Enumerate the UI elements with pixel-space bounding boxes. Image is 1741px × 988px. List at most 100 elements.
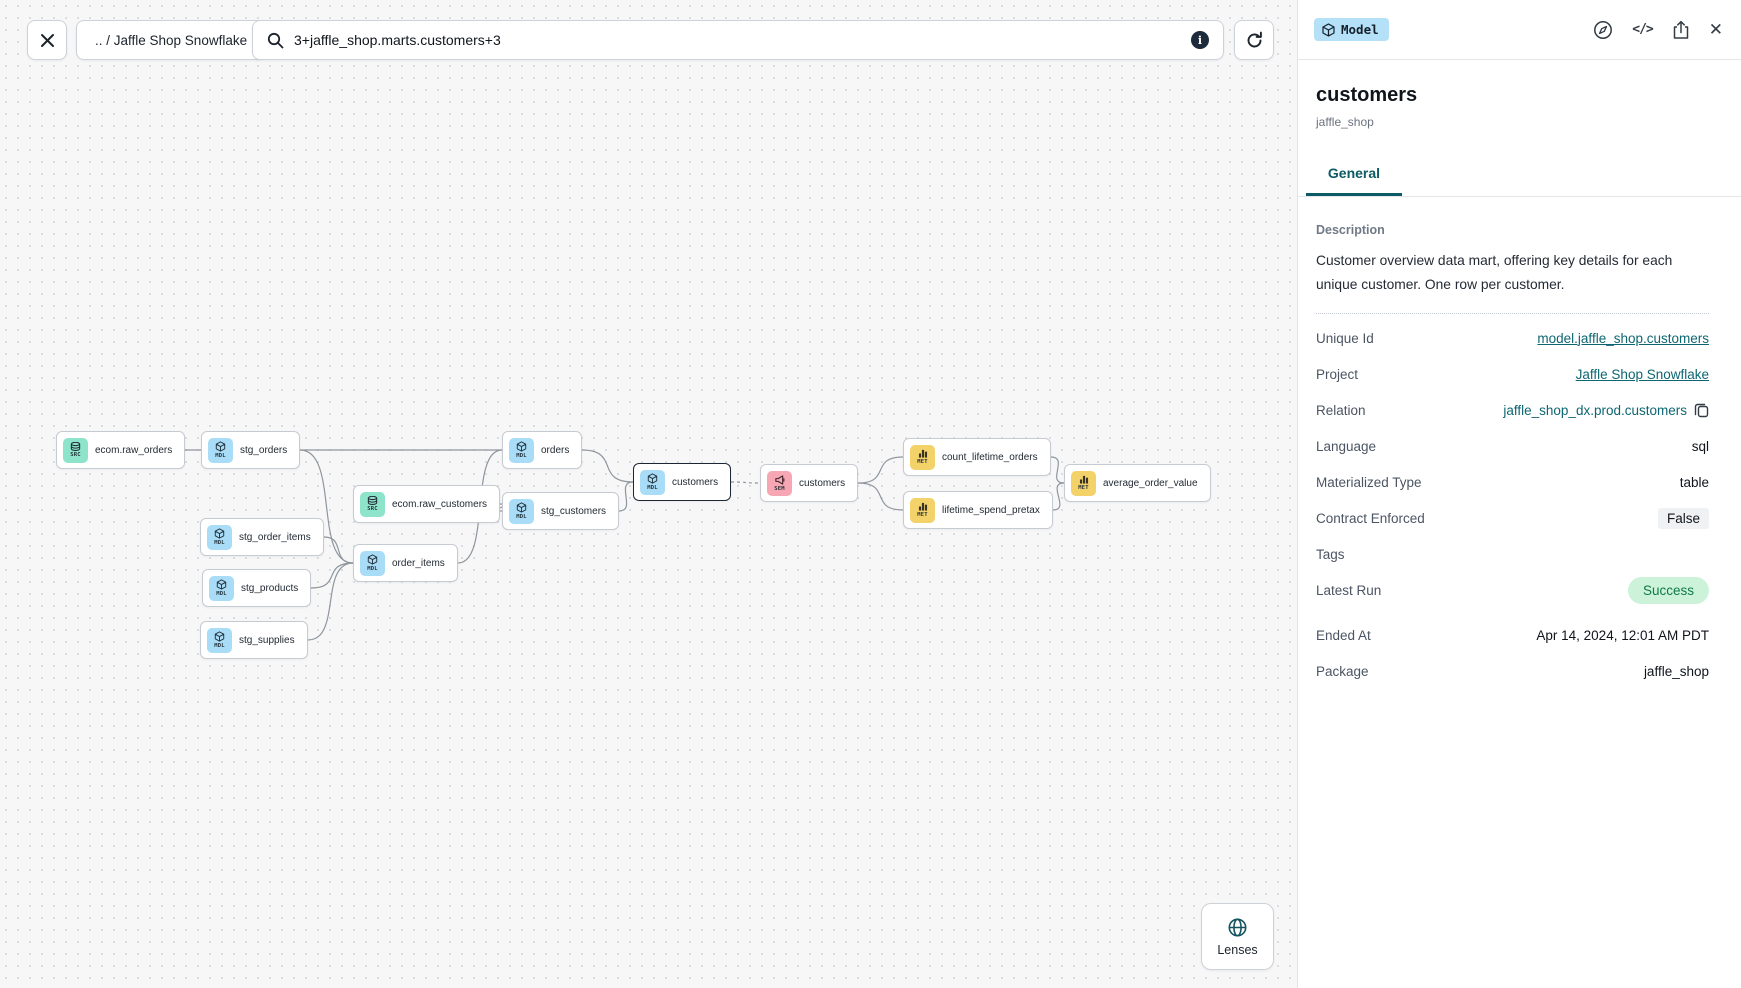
detail-value: jaffle_shop [1643,663,1709,679]
node-label: customers [799,477,846,489]
node-label: orders [541,444,570,456]
graph-node-average_order_value[interactable]: MET average_order_value [1064,464,1211,502]
detail-link[interactable]: Jaffle Shop Snowflake [1575,366,1709,382]
node-label: stg_customers [541,505,607,517]
cube-icon: MDL [509,437,534,463]
detail-value: Success [1627,576,1709,604]
graph-node-stg_orders[interactable]: MDL stg_orders [201,431,301,469]
node-label: ecom.raw_customers [392,498,488,510]
code-icon[interactable]: </> [1632,22,1654,37]
search-value: 3+jaffle_shop.marts.customers+3 [294,32,501,48]
info-icon[interactable]: i [1191,31,1209,49]
edge-stg_supplies-to-order_items [307,562,354,641]
description-label: Description [1316,223,1385,237]
detail-value: False [1657,507,1709,529]
node-label: count_lifetime_orders [942,451,1038,463]
detail-value: table [1679,474,1709,490]
cube-icon: MDL [209,575,234,601]
page-title: customers [1316,84,1418,106]
cube-icon: MDL [208,437,233,463]
database-icon: SRC [63,437,88,463]
copy-icon[interactable] [1694,402,1709,418]
detail-link[interactable]: model.jaffle_shop.customers [1537,330,1709,346]
detail-label: Language [1316,438,1377,454]
edge-orders-to-customers [581,449,634,483]
cube-icon [1322,22,1335,37]
resource-type-label: Model [1341,22,1379,37]
status-badge: Success [1627,576,1709,604]
node-label: customers [672,476,719,488]
graph-node-raw_customers[interactable]: SRC ecom.raw_customers [353,485,501,523]
node-label: stg_supplies [239,634,295,646]
detail-value: model.jaffle_shop.customers [1537,331,1709,346]
edge-count_lifetime_orders-to-average_order_value [1050,456,1065,484]
details-panel: Model </> ✕ customers jaffle_shop Genera… [1297,0,1741,988]
refresh-button[interactable] [1234,20,1274,60]
metric-icon: MET [1071,470,1096,496]
cube-icon: MDL [509,498,534,524]
panel-tabs: General [1298,155,1741,197]
graph-node-customers_sem[interactable]: SEM customers [760,464,859,502]
close-lineage-button[interactable] [27,20,67,60]
metric-icon: MET [910,444,935,470]
cube-icon: MDL [207,627,232,653]
detail-value: Jaffle Shop Snowflake [1576,367,1709,382]
graph-node-stg_customers[interactable]: MDL stg_customers [502,492,620,530]
detail-value: sql [1691,438,1709,454]
detail-row-latest-run: Latest Run Success [1316,572,1709,608]
description-text: Customer overview data mart, offering ke… [1316,253,1673,292]
detail-label: Project [1316,366,1359,382]
graph-node-orders[interactable]: MDL orders [502,431,583,469]
edge-lifetime_spend_pretax-to-average_order_value [1052,482,1065,511]
graph-node-count_lifetime_orders[interactable]: MET count_lifetime_orders [903,438,1051,476]
dotted-divider [1316,313,1709,314]
node-label: average_order_value [1103,477,1198,489]
lenses-globe-icon [1228,918,1247,936]
edge-stg_customers-to-customers [618,481,634,512]
detail-row-unique-id: Unique Id model.jaffle_shop.customers [1316,320,1709,356]
row-spacer [1316,608,1709,617]
explore-compass-icon[interactable] [1593,20,1613,40]
node-label: lifetime_spend_pretax [942,504,1040,516]
general-section: Description Customer overview data mart,… [1298,197,1741,689]
cube-icon: MDL [360,550,385,576]
resource-type-badge: Model [1314,18,1389,41]
detail-label: Unique Id [1316,330,1374,346]
node-label: stg_orders [240,444,288,456]
breadcrumb[interactable]: .. / Jaffle Shop Snowflake [76,20,267,60]
cube-icon: MDL [207,524,232,550]
database-icon: SRC [360,491,385,517]
page-subtitle: jaffle_shop [1316,115,1374,129]
detail-label: Package [1316,663,1369,679]
detail-row-tags: Tags [1316,536,1709,572]
close-icon [40,33,54,47]
detail-label: Tags [1316,546,1345,562]
detail-label: Latest Run [1316,582,1382,598]
tab-general[interactable]: General [1306,155,1402,196]
edge-customers_sem-to-count_lifetime_orders [857,456,904,484]
detail-row-language: Language sql [1316,428,1709,464]
share-icon[interactable] [1672,20,1690,40]
detail-label: Relation [1316,402,1366,418]
panel-body: customers jaffle_shop General Descriptio… [1298,60,1741,988]
relation-value: jaffle_shop_dx.prod.customers [1503,402,1687,418]
edge-customers_sem-to-lifetime_spend_pretax [857,482,904,511]
detail-row-project: Project Jaffle Shop Snowflake [1316,356,1709,392]
edge-stg_order_items-to-order_items [323,536,354,564]
breadcrumb-text: .. / Jaffle Shop Snowflake [95,32,248,48]
lineage-search-input[interactable]: 3+jaffle_shop.marts.customers+3 i [252,20,1224,60]
graph-node-stg_supplies[interactable]: MDL stg_supplies [200,621,308,659]
graph-node-order_items[interactable]: MDL order_items [353,544,458,582]
semantic-icon: SEM [767,470,792,496]
close-panel-button[interactable]: ✕ [1708,20,1723,39]
node-label: order_items [392,557,445,569]
lenses-button[interactable]: Lenses [1201,903,1274,970]
detail-value: Apr 14, 2024, 12:01 AM PDT [1536,627,1709,643]
